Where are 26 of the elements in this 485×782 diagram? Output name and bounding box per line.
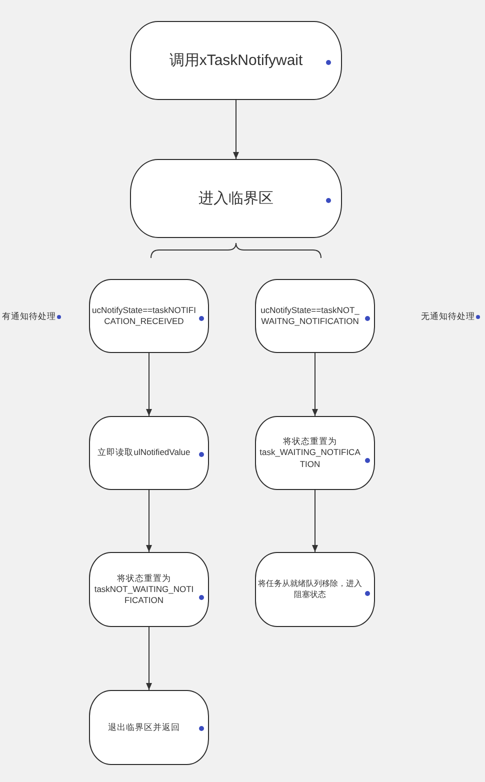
rounded-box xyxy=(89,416,209,490)
arrow xyxy=(312,490,318,552)
arrow xyxy=(146,626,152,690)
node-text: 立即读取ulNotifiedValue xyxy=(98,447,190,459)
rounded-box xyxy=(255,552,375,627)
node-text: ucNotifyState==taskNOT_WAITNG_NOTIFICATION xyxy=(260,304,360,328)
node-text: 将状态重置为taskNOT_WAITING_NOTIFICATION xyxy=(93,572,195,606)
rounded-box xyxy=(130,159,342,238)
side-label: 无通知待处理 xyxy=(421,311,475,323)
arrow xyxy=(146,490,152,552)
node-text: 调用xTaskNotifywait xyxy=(169,50,303,70)
node-text: 将状态重置为task_WAITING_NOTIFICATION xyxy=(258,436,362,470)
node-text: 进入临界区 xyxy=(198,188,274,208)
rounded-box xyxy=(255,279,375,353)
side-label: 有通知待处理 xyxy=(2,311,56,323)
arrow xyxy=(312,352,318,416)
arrow xyxy=(233,100,239,160)
node-text: ucNotifyState==taskNOTIFICATION_RECEIVED xyxy=(92,304,196,328)
node-text: 将任务从就绪队列移除，进入阻塞状态 xyxy=(258,579,362,600)
rounded-box xyxy=(89,279,209,353)
rounded-box xyxy=(89,690,209,765)
rounded-box xyxy=(89,552,209,627)
arrow xyxy=(146,352,152,416)
rounded-box xyxy=(130,21,342,100)
rounded-box xyxy=(255,416,375,490)
node-text: 退出临界区并返回 xyxy=(108,722,180,734)
